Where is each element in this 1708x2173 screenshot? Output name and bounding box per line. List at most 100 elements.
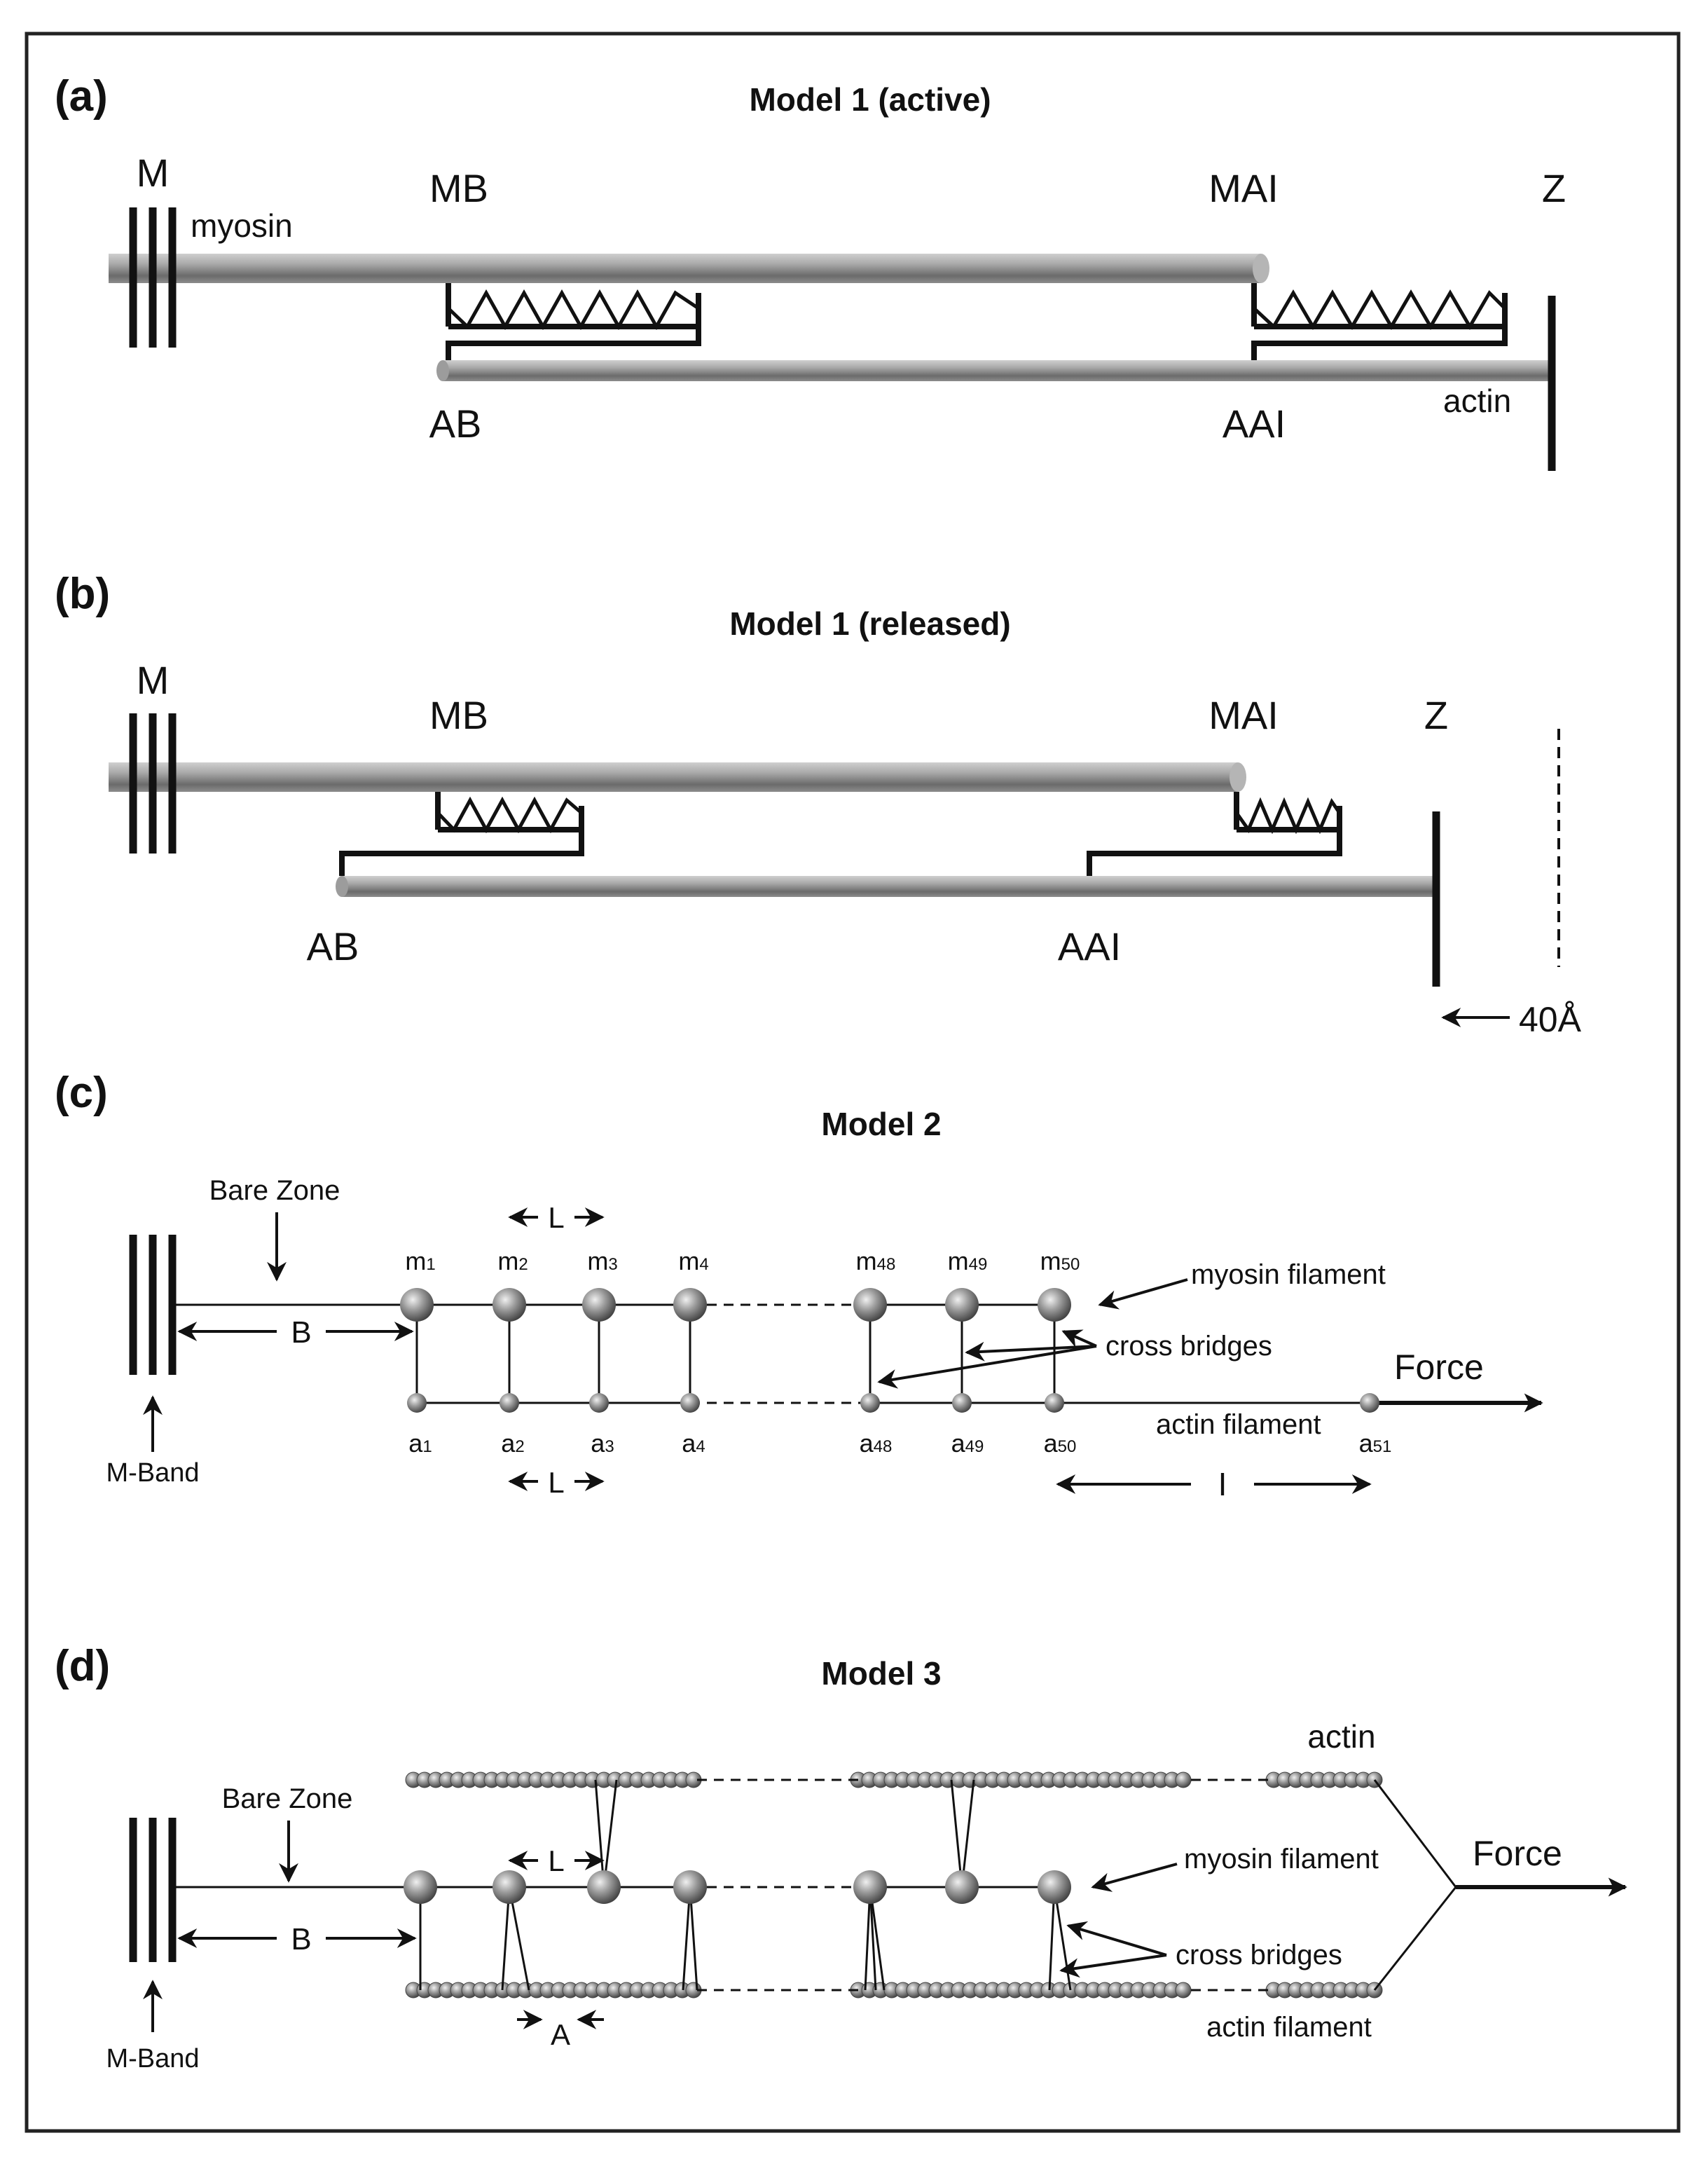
node-label-m4: m4 <box>678 1247 708 1275</box>
label-cross-bridges: cross bridges <box>1106 1331 1272 1362</box>
label-l-top: L <box>548 1201 564 1234</box>
panel-a-tag: (a) <box>55 72 108 121</box>
panel-b-title: Model 1 (released) <box>729 605 1010 642</box>
panel-b: (b) Model 1 (released) M MB MAI <box>55 570 1582 1039</box>
panel-d: (d) Model 3 <box>55 1642 1627 2073</box>
myosin-rod <box>109 254 1261 283</box>
myosin-node <box>673 1288 707 1322</box>
m-line <box>129 207 177 348</box>
panel-c-tag: (c) <box>55 1069 108 1117</box>
node-label-a3: a3 <box>591 1429 614 1458</box>
myosin-node-labels: m1 m2 m3 m4 m48 m49 m50 <box>405 1247 1080 1275</box>
actin-node <box>589 1393 609 1413</box>
myosin-node <box>493 1288 526 1322</box>
label-aai: AAI <box>1223 402 1286 446</box>
cross-bridge-pointer-2 <box>877 1345 1097 1389</box>
myosin-filament-pointer <box>1098 1278 1188 1310</box>
actin-bead <box>1175 1982 1192 1999</box>
actin-node <box>500 1393 519 1413</box>
label-actin: actin <box>1443 383 1511 419</box>
spring-unit-mai-aai <box>1087 792 1342 876</box>
myosin-rod <box>109 762 1238 792</box>
actin-rod <box>342 876 1436 897</box>
myosin-node <box>1038 1870 1071 1904</box>
upper-actin-filament <box>405 1771 1383 1788</box>
actin-node <box>407 1393 427 1413</box>
panel-a-title: Model 1 (active) <box>749 81 991 118</box>
actin-nodes <box>407 1393 1379 1413</box>
label-b: B <box>291 1315 311 1350</box>
cross-bridge-pointer-3 <box>1061 1329 1097 1348</box>
m-band <box>129 1235 177 1375</box>
myosin-node <box>582 1288 616 1322</box>
actin-node <box>860 1393 880 1413</box>
node-label-m1: m1 <box>405 1247 435 1275</box>
actin-node-labels: a1 a2 a3 a4 a48 a49 a50 a51 <box>408 1429 1391 1458</box>
label-l: L <box>548 1844 564 1877</box>
label-a: A <box>551 2018 570 2051</box>
label-mb: MB <box>429 693 488 737</box>
label-b: B <box>291 1922 311 1956</box>
node-label-m48: m48 <box>856 1247 896 1275</box>
m-line <box>129 713 177 854</box>
myosin-node <box>400 1288 434 1322</box>
node-label-a4: a4 <box>682 1429 705 1458</box>
panel-d-title: Model 3 <box>821 1655 941 1692</box>
label-ab: AB <box>429 402 482 446</box>
cross-bridge-pointer-1 <box>1066 1921 1167 1956</box>
actin-node <box>1045 1393 1064 1413</box>
force-combiner <box>1373 1779 1457 1991</box>
node-label-m3: m3 <box>587 1247 617 1275</box>
label-shift: 40Å <box>1519 1000 1582 1039</box>
myosin-node <box>673 1870 707 1904</box>
label-m: M <box>137 151 170 195</box>
node-label-a1: a1 <box>408 1429 432 1458</box>
label-mai: MAI <box>1208 166 1279 210</box>
myosin-node <box>945 1870 979 1904</box>
myosin-nodes <box>404 1870 1071 1904</box>
myosin-node <box>404 1870 437 1904</box>
myosin-node <box>945 1288 979 1322</box>
spring-unit-mai-aai <box>1251 283 1508 360</box>
node-label-m50: m50 <box>1040 1247 1080 1275</box>
label-force: Force <box>1394 1348 1484 1387</box>
spring-unit-mb-ab <box>339 792 584 876</box>
label-myosin-filament: myosin filament <box>1191 1259 1386 1290</box>
node-label-a50: a50 <box>1044 1429 1077 1458</box>
spring-unit-mb-ab <box>446 283 701 360</box>
actin-rod <box>443 360 1551 381</box>
label-myosin-filament: myosin filament <box>1184 1844 1379 1874</box>
label-actin-filament: actin filament <box>1156 1409 1321 1440</box>
m-band <box>129 1818 177 1962</box>
actin-node <box>952 1393 972 1413</box>
actin-bead <box>1175 1771 1192 1788</box>
actin-node <box>680 1393 700 1413</box>
label-actin: actin <box>1307 1718 1375 1755</box>
panel-d-tag: (d) <box>55 1642 110 1690</box>
node-label-a48: a48 <box>860 1429 893 1458</box>
node-label-m2: m2 <box>497 1247 528 1275</box>
node-label-a2: a2 <box>501 1429 524 1458</box>
label-force: Force <box>1473 1834 1562 1873</box>
myosin-node <box>587 1870 621 1904</box>
label-z: Z <box>1424 693 1448 737</box>
label-m-band: M-Band <box>106 2044 199 2073</box>
actin-node <box>1360 1393 1379 1413</box>
label-m-band: M-Band <box>106 1458 199 1488</box>
label-aai: AAI <box>1058 924 1121 968</box>
actin-dashed-gaps <box>697 1778 1274 1992</box>
label-actin-filament: actin filament <box>1206 2012 1372 2043</box>
myosin-node <box>853 1870 887 1904</box>
myosin-nodes <box>400 1288 1071 1322</box>
label-myosin: myosin <box>191 207 293 244</box>
myosin-node <box>853 1288 887 1322</box>
cross-bridge-pointer-2 <box>1059 1954 1167 1978</box>
label-l-bottom: L <box>548 1466 564 1499</box>
node-label-m49: m49 <box>948 1247 988 1275</box>
label-cross-bridges: cross bridges <box>1176 1940 1342 1970</box>
label-bare-zone: Bare Zone <box>222 1783 353 1814</box>
myosin-rod-end <box>1253 254 1269 283</box>
panel-c-title: Model 2 <box>821 1106 941 1142</box>
myosin-node <box>493 1870 526 1904</box>
